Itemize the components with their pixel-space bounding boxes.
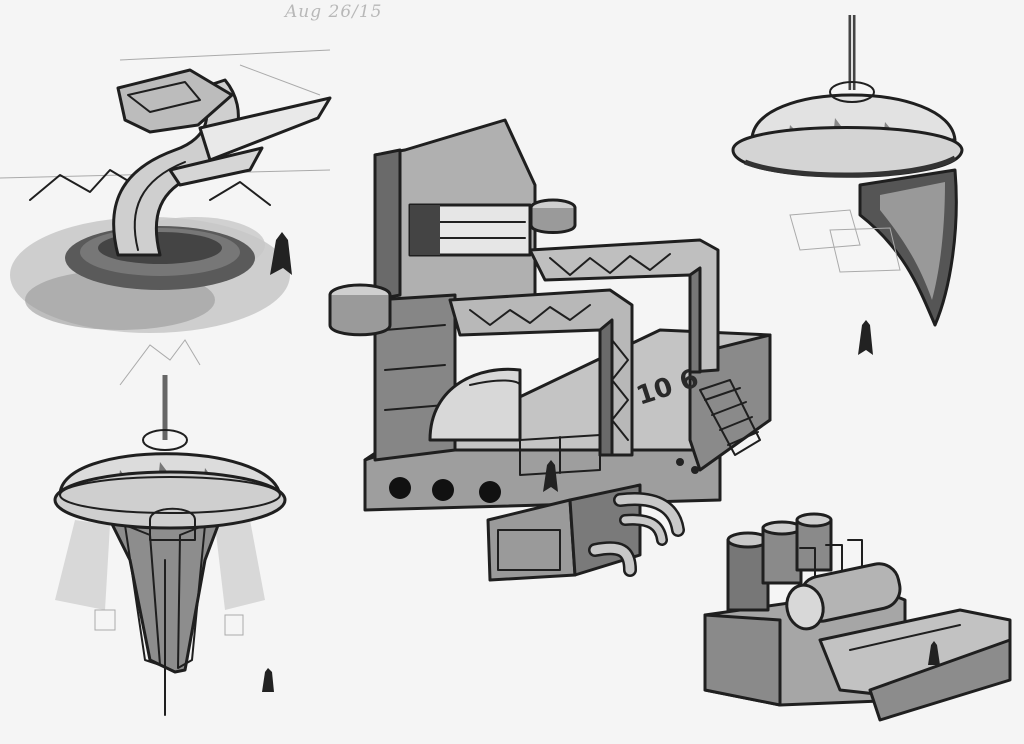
- sketch-date: Aug 26/15: [285, 2, 383, 22]
- refinery-block-sketch: [703, 512, 1012, 722]
- serpent-tower-sketch: [10, 68, 332, 333]
- dome-tower-sketch: [53, 339, 287, 716]
- industrial-platform-sketch: 10 6: [328, 118, 772, 582]
- hanging-pod-sketch: [731, 15, 964, 355]
